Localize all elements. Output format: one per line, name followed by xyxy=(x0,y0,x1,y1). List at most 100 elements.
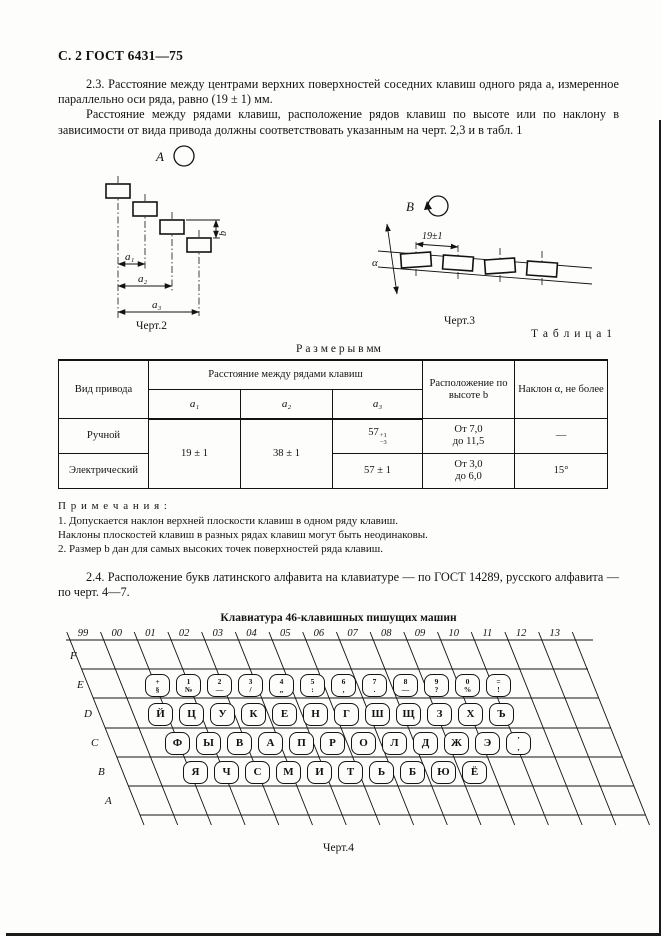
key: Л xyxy=(382,732,407,756)
key-rects xyxy=(105,183,212,253)
page-header: С. 2 ГОСТ 6431—75 xyxy=(58,48,184,63)
scan-edge-bottom xyxy=(6,933,661,936)
table-units: Р а з м е р ы в мм xyxy=(296,342,381,355)
key: Б xyxy=(400,761,425,785)
key: Ь xyxy=(369,761,394,785)
a3-sub: −3 xyxy=(379,438,387,446)
paragraph-2-3-text: 2.3. Расстояние между центрами верхних п… xyxy=(58,77,619,107)
key: 8— xyxy=(393,674,418,698)
paragraph-2-4: 2.4. Расположение букв латинского алфави… xyxy=(58,570,619,600)
key: Е xyxy=(272,703,297,727)
key-center-lines xyxy=(415,241,543,287)
key: Ы xyxy=(196,732,221,756)
key: С xyxy=(245,761,270,785)
cell-slope-manual: — xyxy=(514,418,609,455)
height-line2: до 6,0 xyxy=(455,471,482,483)
figure-2-caption: Черт.2 xyxy=(136,320,167,332)
height-line1: От 3,0 xyxy=(454,459,483,471)
col-10: 10 xyxy=(448,628,459,639)
col-07: 07 xyxy=(347,628,358,639)
key: Х xyxy=(458,703,483,727)
keyboard-row-c: Ф Ы В А П Р О Л Д Ж Э ’‚ xyxy=(165,732,531,756)
keyboard-title: Клавиатура 46-клавишных пишущих машин xyxy=(220,612,457,625)
col-08: 08 xyxy=(381,628,392,639)
note-1b: Наклоны плоскостей клавиш в разных рядах… xyxy=(58,529,428,542)
col-header-slope: Наклон α, не более xyxy=(514,359,609,420)
key: Ъ xyxy=(489,703,514,727)
col-header-a3: a₃ xyxy=(331,388,424,420)
col-header-drive: Вид привода xyxy=(58,359,149,420)
key: 4„ xyxy=(269,674,294,698)
a3-sup: +1 xyxy=(379,431,387,439)
dim-a2-label: a₂ xyxy=(138,273,148,285)
alpha-angle-line xyxy=(385,223,399,295)
col-00: 00 xyxy=(111,628,122,639)
cell-drive-electric: Электрический xyxy=(58,453,149,490)
cell-a3-manual: 57+1−3 xyxy=(331,418,424,455)
pitch-dim-label: 19±1 xyxy=(422,231,443,242)
key: Э xyxy=(475,732,500,756)
col-header-a2: a₂ xyxy=(240,388,333,420)
dim-a1-label: a₁ xyxy=(125,251,135,263)
paragraph-2-3b: Расстояние между рядами клавиш, располож… xyxy=(58,107,619,137)
key: Щ xyxy=(396,703,421,727)
notes-block: П р и м е ч а н и я : 1. Допускается нак… xyxy=(58,499,619,556)
col-04: 04 xyxy=(246,628,257,639)
key: Т xyxy=(338,761,363,785)
keyboard-row-d: Й Ц У К Е Н Г Ш Щ З Х Ъ xyxy=(148,703,514,727)
key: Ш xyxy=(365,703,390,727)
a3-base: 57 xyxy=(368,426,379,438)
rotation-arrowhead xyxy=(424,200,432,210)
figure-chert-2: А b xyxy=(105,145,229,332)
dimensions-table: Вид привода Расстояние между рядами клав… xyxy=(58,358,609,490)
key: Я xyxy=(183,761,208,785)
key: А xyxy=(258,732,283,756)
key: К xyxy=(241,703,266,727)
key-rects xyxy=(399,251,559,278)
row-label-f: F xyxy=(69,650,77,662)
col-05: 05 xyxy=(280,628,291,639)
pitch-dimension-line xyxy=(415,241,459,250)
cell-slope-electric: 15° xyxy=(514,453,609,490)
cell-a3-electric: 57 ± 1 xyxy=(331,453,424,490)
a-dimensions xyxy=(117,261,200,315)
key: =! xyxy=(486,674,511,698)
key: Ж xyxy=(444,732,469,756)
document-page: С. 2 ГОСТ 6431—75 2.3. Расстояние между … xyxy=(58,48,650,855)
key: Р xyxy=(320,732,345,756)
key: Г xyxy=(334,703,359,727)
col-02: 02 xyxy=(179,628,190,639)
keyboard-row-b: Я Ч С М И Т Ь Б Ю Ё xyxy=(183,761,487,785)
col-03: 03 xyxy=(213,628,224,639)
key: О xyxy=(351,732,376,756)
key: Ч xyxy=(214,761,239,785)
col-header-a1: a₁ xyxy=(148,388,241,420)
key: П xyxy=(289,732,314,756)
key: 9? xyxy=(424,674,449,698)
table-label: Т а б л и ц а 1 xyxy=(530,327,613,340)
key: Ё xyxy=(462,761,487,785)
key: У xyxy=(210,703,235,727)
key: Ф xyxy=(165,732,190,756)
key: В xyxy=(227,732,252,756)
col-header-height: Расположение по высоте b xyxy=(422,359,516,420)
figure-chert-3: В 19±1 α Черт.3 xyxy=(372,195,593,327)
key: Н xyxy=(303,703,328,727)
row-label-d: D xyxy=(83,708,92,720)
key: Ю xyxy=(431,761,456,785)
key: Ц xyxy=(179,703,204,727)
col-12: 12 xyxy=(516,628,527,639)
cell-a1: 19 ± 1 xyxy=(148,418,241,490)
row-label-e: E xyxy=(76,679,84,691)
key: 3/ xyxy=(238,674,263,698)
paragraph-2-3b-text: Расстояние между рядами клавиш, располож… xyxy=(58,107,619,137)
grid-diagonal-lines xyxy=(66,631,650,826)
row-label-a: A xyxy=(104,795,112,807)
col-01: 01 xyxy=(145,628,156,639)
figure-4-caption: Черт.4 xyxy=(323,842,354,855)
figures-row: А b xyxy=(58,140,619,332)
